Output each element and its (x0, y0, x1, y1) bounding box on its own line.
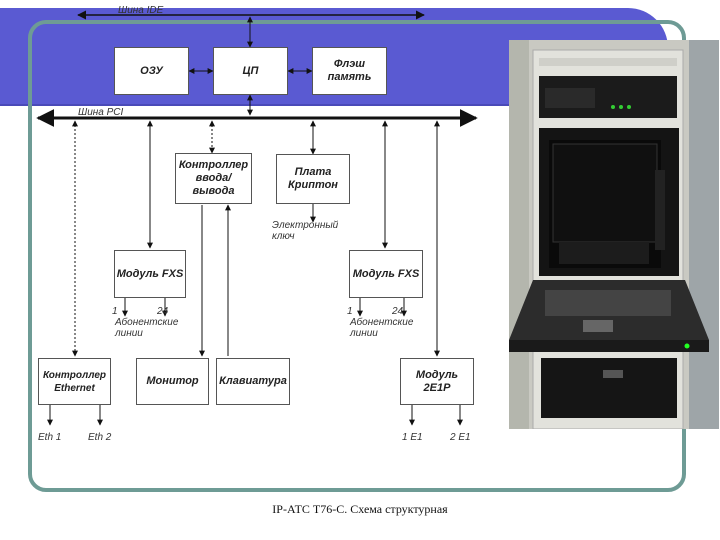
fxs-right-port-24: 24 (392, 306, 404, 317)
fxs-left-port-1: 1 (112, 306, 118, 317)
flash-block: Флэш память (312, 47, 387, 95)
pci-bus-label: Шина PCI (78, 107, 124, 118)
eth1-label: Eth 1 (38, 432, 62, 443)
keyboard-block: Клавиатура (216, 358, 290, 405)
fxs-right-port-1: 1 (347, 306, 353, 317)
eth2-label: Eth 2 (88, 432, 112, 443)
ethernet-block: Контроллер Ethernet (38, 358, 111, 405)
ide-bus-label: Шина IDE (118, 5, 164, 16)
fxs-right-block: Модуль FXS (349, 250, 423, 298)
cpu-block: ЦП (213, 47, 288, 95)
e1-block: Модуль 2E1P (400, 358, 474, 405)
ram-block: ОЗУ (114, 47, 189, 95)
io-controller-block: Контроллер ввода/ вывода (175, 153, 252, 204)
monitor-block: Монитор (136, 358, 209, 405)
electronic-key-label: Электронный ключ (272, 220, 339, 242)
e1-1-label: 1 E1 (402, 432, 423, 443)
slide-caption: IP-АТС Т76-С. Схема структурная (272, 502, 448, 516)
server-rack-photo (509, 40, 719, 429)
fxs-left-block: Модуль FXS (114, 250, 186, 298)
e1-2-label: 2 E1 (450, 432, 471, 443)
fxs-right-lines-label: Абонентские линии (350, 317, 414, 339)
fxs-left-port-24: 24 (157, 306, 169, 317)
kripton-block: Плата Криптон (276, 154, 350, 204)
band-divider (0, 104, 560, 106)
fxs-left-lines-label: Абонентские линии (115, 317, 179, 339)
